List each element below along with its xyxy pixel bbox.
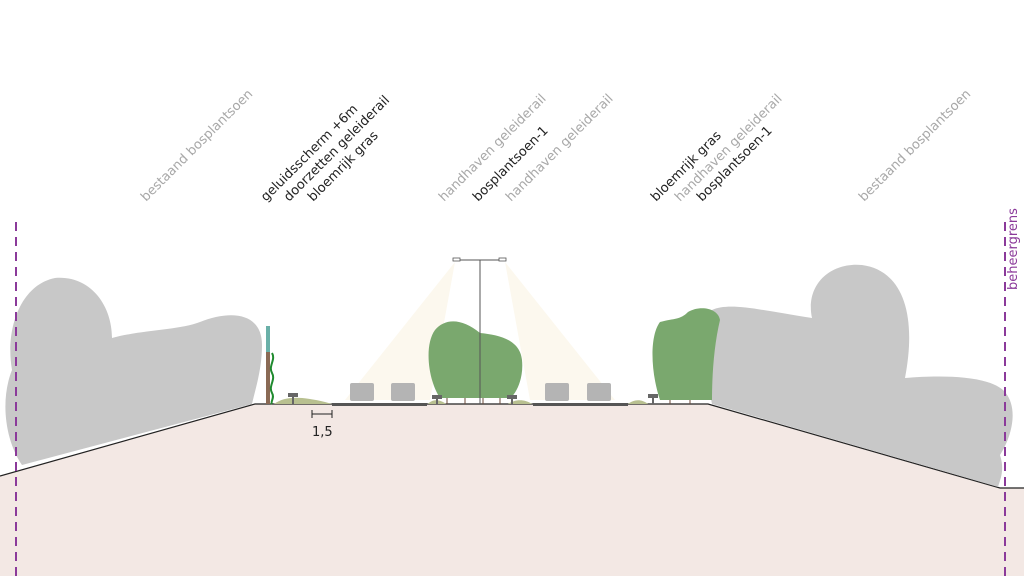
boundary-label: beheergrens: [1006, 208, 1021, 290]
ground: [0, 404, 1024, 576]
noise-screen: [266, 326, 275, 405]
existing-shrub-right: [707, 264, 1013, 487]
label-keep-rail-3: handhaven geleiderail: [672, 92, 785, 205]
street-light: [452, 257, 507, 404]
shrub-median: [428, 321, 523, 398]
light-cone-right: [505, 262, 615, 400]
road-left: [332, 403, 427, 406]
label-continue-rail: doorzetten geleiderail: [281, 93, 393, 205]
dimension-marker: [311, 410, 333, 418]
road-right: [533, 403, 628, 406]
existing-shrub-left: [5, 277, 263, 465]
label-right-existing: bestaand bosplantsoen: [856, 87, 974, 205]
ground-line: [0, 403, 1024, 489]
label-left-existing: bestaand bosplantsoen: [138, 87, 256, 205]
light-cone-left: [345, 262, 455, 400]
grass-strips: [274, 397, 648, 404]
vehicles: [350, 383, 611, 401]
guardrails: [288, 393, 658, 404]
dimension-label: 1,5: [312, 425, 333, 440]
shrub-right-new: [652, 308, 720, 400]
